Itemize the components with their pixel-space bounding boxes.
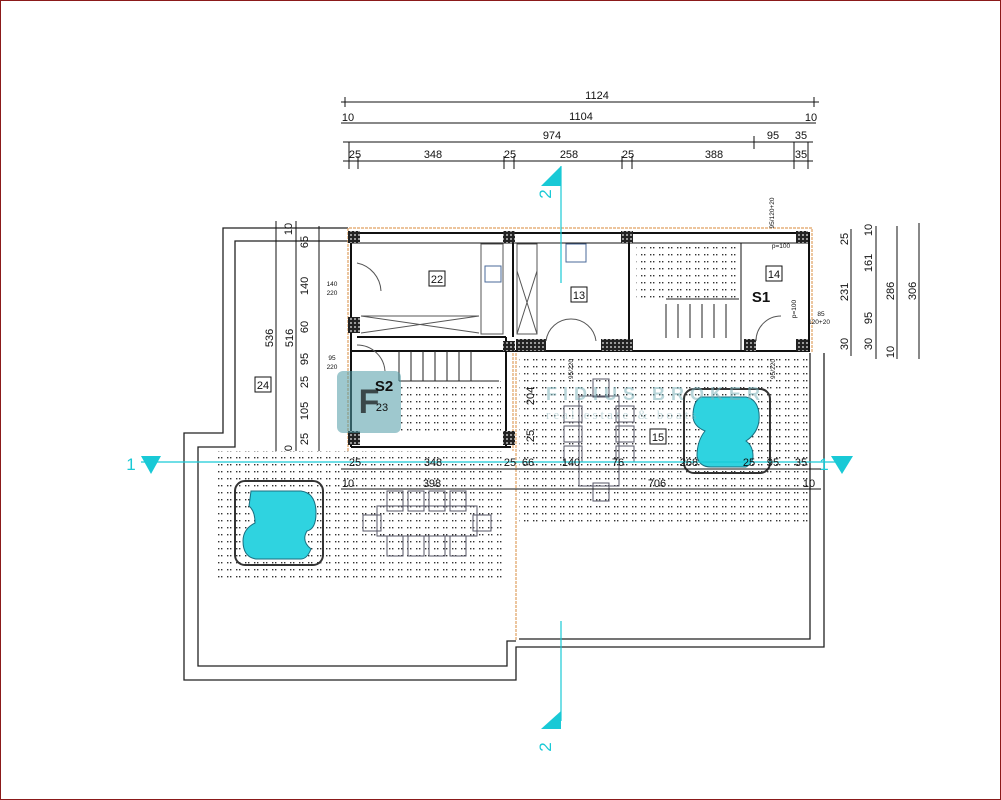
- door-size: 95/220: [568, 359, 575, 379]
- parapet-height: p=100: [791, 299, 798, 318]
- dim-25: 25: [525, 430, 537, 442]
- section-1-label-left: 1: [126, 455, 135, 474]
- dim-286: 286: [885, 282, 897, 300]
- dim-161: 161: [863, 254, 875, 272]
- door-size: 95/220: [770, 359, 777, 379]
- dim-25: 25: [299, 433, 311, 445]
- dim-10: 10: [863, 224, 875, 236]
- dim-231: 231: [839, 283, 851, 301]
- window-height: 120+20: [808, 319, 830, 326]
- stair-floor: [401, 381, 501, 431]
- section-markers: [141, 166, 853, 729]
- dim-30: 30: [863, 338, 875, 350]
- pool-right: [683, 388, 771, 474]
- dim-95: 95: [767, 130, 779, 142]
- dim-706: 706: [648, 478, 666, 490]
- dim-1124: 1124: [585, 90, 609, 102]
- watermark-tagline: real estate & boats: [546, 407, 699, 422]
- stairs: [398, 298, 739, 382]
- right-dimensions: 25 231 30 10 161 95 30 10 286 306: [839, 224, 919, 358]
- dim-10-left: 10: [342, 112, 354, 124]
- dim-268: 268: [680, 457, 698, 469]
- room-13: 13: [573, 290, 585, 302]
- watermark-logo: F: [337, 371, 401, 433]
- top-dimensions: 1124 10 1104 10 974 95 35 25 348 25 258 …: [342, 90, 817, 161]
- parapet-height: p=100: [772, 243, 791, 250]
- door-width: 140: [327, 281, 338, 288]
- stair-s2: S2: [375, 378, 393, 395]
- room-22: 22: [431, 274, 443, 286]
- dim-95: 95: [767, 457, 779, 469]
- stair-s1: S1: [752, 289, 770, 306]
- pool-left: [234, 480, 324, 566]
- dim-536: 536: [264, 329, 276, 347]
- dim-95: 95: [863, 312, 875, 324]
- dim-306: 306: [907, 282, 919, 300]
- dim-76: 76: [612, 457, 624, 469]
- dim-25: 25: [839, 233, 851, 245]
- room-15: 15: [652, 432, 664, 444]
- dim-10: 10: [803, 478, 815, 490]
- dim-974: 974: [543, 130, 561, 142]
- dim-10: 10: [342, 478, 354, 490]
- bottom-dimensions: 25 348 25 66 140 76 268 25 95 35 10 398 …: [342, 387, 815, 490]
- left-dimensions: 536 516 10 65 140 60 95 25 105 25 0: [264, 223, 311, 451]
- dim-105: 105: [299, 402, 311, 420]
- dim-398: 398: [423, 478, 441, 490]
- room-14: 14: [768, 269, 780, 281]
- terrace-outline: [183, 227, 825, 681]
- dim-25: 25: [743, 457, 755, 469]
- dim-0: 0: [283, 445, 295, 451]
- dim-25: 25: [299, 376, 311, 388]
- dining-set-right: [563, 378, 635, 502]
- dim-35: 35: [795, 149, 807, 161]
- dim-60: 60: [299, 321, 311, 333]
- dim-30: 30: [839, 338, 851, 350]
- door-labels: 140 220 95 220 95/220 95/220 95/120+20 p…: [327, 197, 831, 379]
- svg-text:F: F: [359, 383, 380, 421]
- room-24: 24: [257, 380, 269, 392]
- fixtures: [356, 243, 782, 372]
- dim-25: 25: [504, 457, 516, 469]
- dim-95: 95: [299, 353, 311, 365]
- section-2-label-bottom: 2: [536, 742, 555, 751]
- dim-10: 10: [283, 223, 295, 235]
- dim-35: 35: [795, 457, 807, 469]
- dim-65: 65: [299, 236, 311, 248]
- dim-140: 140: [562, 457, 580, 469]
- columns: [348, 231, 808, 445]
- door-width: 95: [328, 355, 336, 362]
- dim-348: 348: [424, 457, 442, 469]
- dim-25: 25: [349, 457, 361, 469]
- dim-258: 258: [560, 149, 578, 161]
- dim-25: 25: [504, 149, 516, 161]
- dim-25: 25: [349, 149, 361, 161]
- room-labels: [254, 265, 783, 445]
- window-size: 95/120+20: [769, 197, 776, 228]
- dim-516: 516: [284, 329, 296, 347]
- dim-66: 66: [522, 457, 534, 469]
- stair-floor-s1: [636, 246, 736, 301]
- door-height: 220: [327, 290, 338, 297]
- dim-204: 204: [525, 387, 537, 405]
- dim-35: 35: [795, 130, 807, 142]
- room-23: 23: [376, 402, 388, 414]
- dim-1104: 1104: [569, 111, 593, 123]
- section-2-label-top: 2: [536, 189, 555, 198]
- dimension-lines: [275, 97, 920, 490]
- window-width: 85: [817, 311, 825, 318]
- dim-388: 388: [705, 149, 723, 161]
- dim-10-right: 10: [805, 112, 817, 124]
- dim-348: 348: [424, 149, 442, 161]
- door-height: 220: [327, 364, 338, 371]
- dining-set-left: [362, 490, 492, 557]
- dim-140: 140: [299, 277, 311, 295]
- section-1-label-right: 1: [819, 455, 828, 474]
- dim-10: 10: [885, 346, 897, 358]
- dim-25: 25: [622, 149, 634, 161]
- watermark-brand: FIDIUS BROKER: [546, 384, 766, 404]
